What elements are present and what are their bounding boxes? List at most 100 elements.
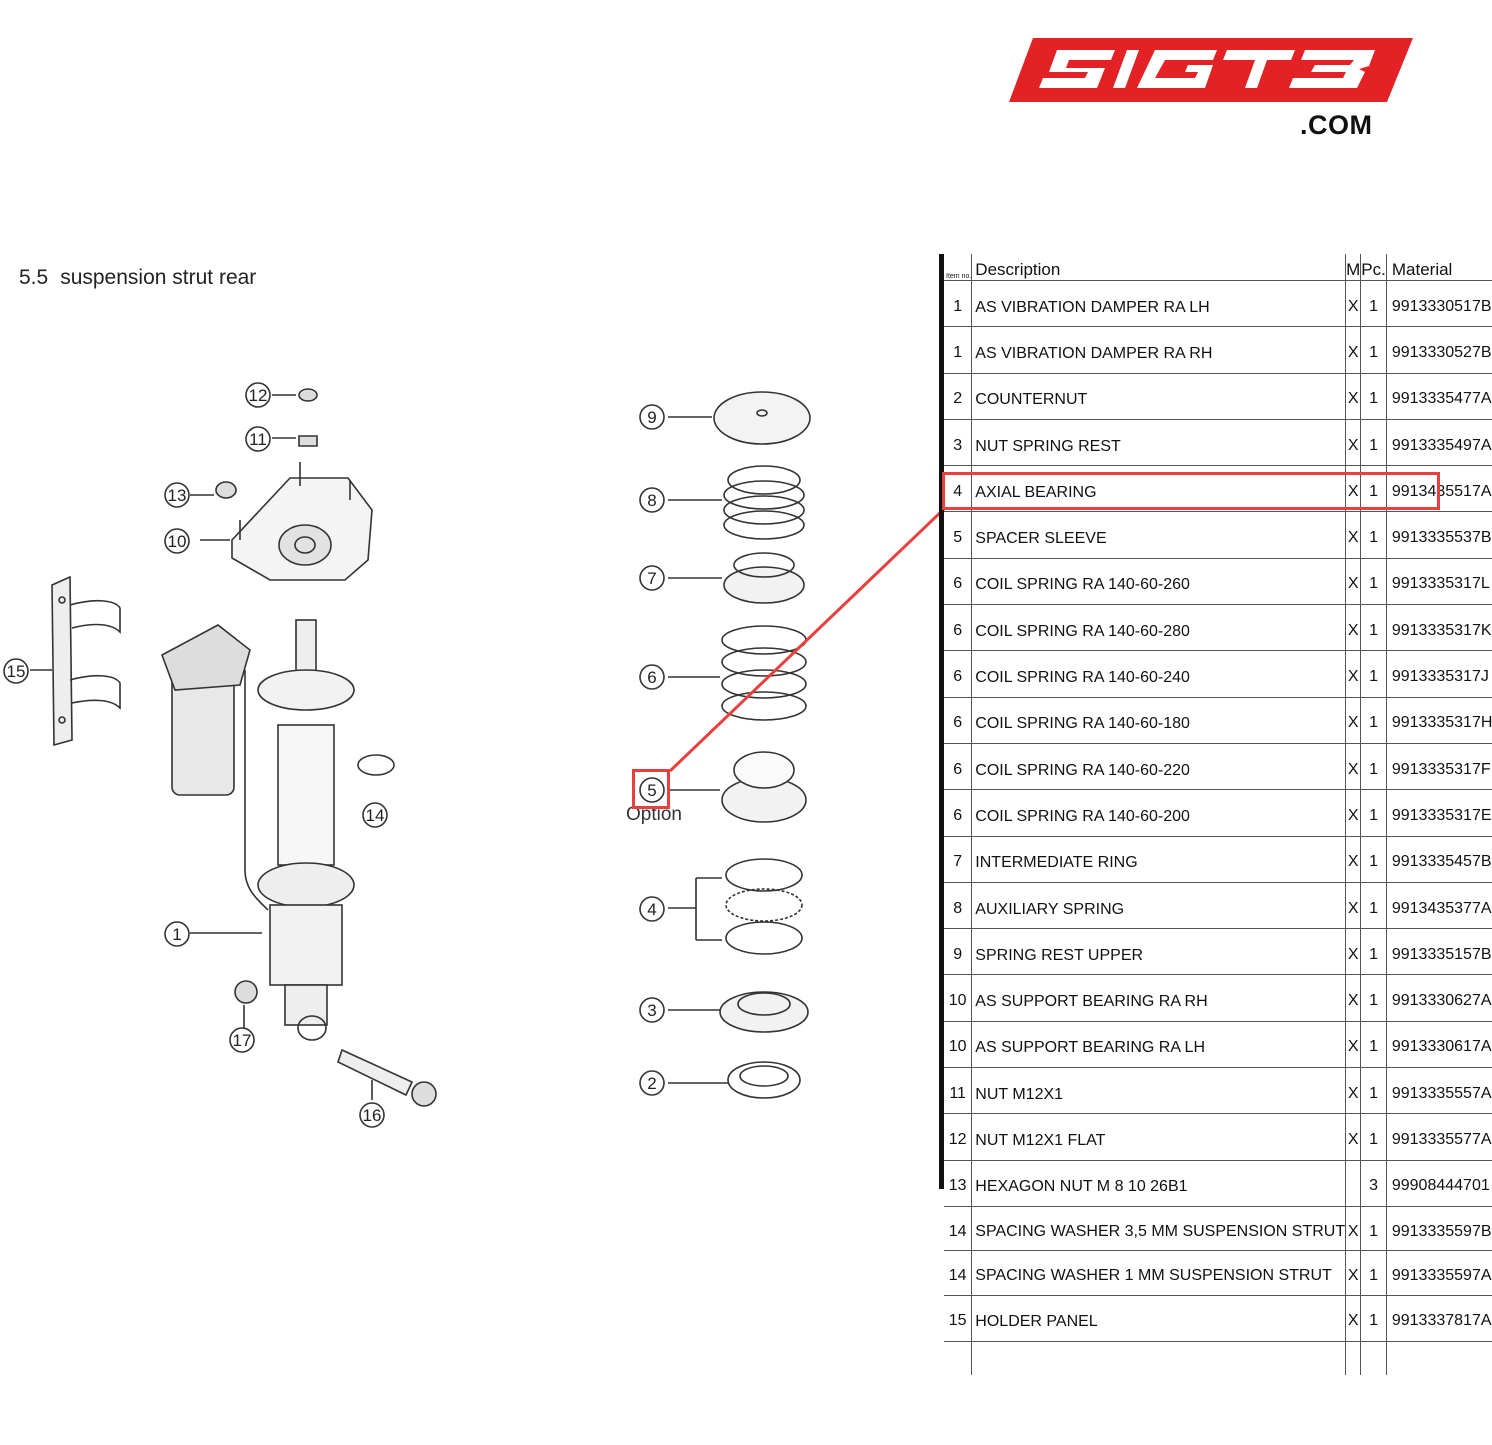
callout-2: 2 — [647, 1074, 656, 1093]
cell-item-no: 4 — [944, 465, 972, 513]
cell-item-no: 14 — [944, 1206, 972, 1252]
cell-item-no: 14 — [944, 1250, 972, 1296]
cell-material: 9913330617A — [1385, 1021, 1492, 1069]
callout-12: 12 — [249, 386, 268, 405]
callout-7: 7 — [647, 569, 656, 588]
cell-material: 9913335317F — [1385, 743, 1492, 791]
cell-description: SPACER SLEEVE — [971, 511, 1346, 559]
cell-item-no: 6 — [944, 743, 972, 791]
empty-cell — [1385, 1341, 1492, 1375]
cell-material: 9913335497A — [1385, 419, 1492, 467]
cell-description: COIL SPRING RA 140-60-180 — [971, 697, 1346, 744]
cell-m: X — [1345, 697, 1361, 744]
stack-coil-spring — [668, 625, 807, 721]
exploded-parts-diagram: 12 11 13 10 15 14 1 17 16 9 8 7 6 5 4 3 … — [3, 382, 811, 1128]
cell-m: X — [1345, 511, 1361, 559]
cell-material: 9913335477A — [1385, 373, 1492, 420]
cell-description: COIL SPRING RA 140-60-280 — [971, 604, 1346, 652]
cell-description: NUT M12X1 — [971, 1067, 1346, 1115]
cell-material: 9913335537B — [1385, 511, 1492, 559]
cell-pc: 1 — [1360, 697, 1387, 744]
callout-5: 5 — [647, 781, 656, 800]
cell-m: X — [1345, 1295, 1361, 1342]
cell-material: 9913335597A — [1385, 1250, 1492, 1296]
cell-item-no: 9 — [944, 928, 972, 976]
cell-description: AS VIBRATION DAMPER RA RH — [971, 326, 1346, 374]
support-bearing-drawing — [200, 462, 373, 581]
cell-pc: 1 — [1360, 974, 1387, 1022]
cell-m: X — [1345, 465, 1361, 513]
cell-description: SPACING WASHER 3,5 MM SUSPENSION STRUT — [971, 1206, 1346, 1252]
section-title-text: suspension strut rear — [60, 266, 257, 289]
cell-material: 9913337817A — [1385, 1295, 1492, 1342]
cell-m: X — [1345, 326, 1361, 374]
brand-logo — [1009, 38, 1413, 102]
cell-pc: 1 — [1360, 1295, 1387, 1342]
cell-material: 9913330517B — [1385, 280, 1492, 328]
cell-m: X — [1345, 789, 1361, 837]
cell-item-no: 1 — [944, 326, 972, 374]
callout-1: 1 — [172, 925, 181, 944]
cell-material: 9913435377A — [1385, 882, 1492, 930]
cell-item-no: 7 — [944, 836, 972, 883]
cell-m: X — [1345, 558, 1361, 606]
cell-m: X — [1345, 743, 1361, 791]
callout-11: 11 — [249, 430, 267, 449]
callout-10: 10 — [168, 532, 187, 551]
cell-m: X — [1345, 836, 1361, 883]
cell-item-no: 6 — [944, 697, 972, 744]
callout-9: 9 — [647, 408, 656, 427]
cell-material: 9913330627A — [1385, 974, 1492, 1022]
callout-17: 17 — [233, 1031, 252, 1050]
cell-pc: 1 — [1360, 1206, 1387, 1252]
cell-pc: 1 — [1360, 604, 1387, 652]
table-header-row: Item no. Description M Pc. Material — [944, 254, 1492, 281]
callout-4: 4 — [647, 900, 656, 919]
cell-m: X — [1345, 650, 1361, 698]
stack-auxiliary-spring — [668, 465, 805, 540]
cell-pc: 1 — [1360, 882, 1387, 930]
stack-spring-rest-upper — [668, 391, 811, 445]
cell-m: X — [1345, 604, 1361, 652]
cell-pc: 1 — [1360, 1113, 1387, 1161]
cell-material: 9913335317L — [1385, 558, 1492, 606]
cell-material: 9913435517A — [1385, 465, 1492, 513]
empty-cell — [971, 1341, 1346, 1375]
header-m: M — [1345, 254, 1361, 281]
header-description: Description — [971, 254, 1346, 281]
cell-description: SPRING REST UPPER — [971, 928, 1346, 976]
cell-description: COIL SPRING RA 140-60-200 — [971, 789, 1346, 837]
cell-pc: 1 — [1360, 419, 1387, 467]
cell-pc: 1 — [1360, 373, 1387, 420]
callout-15: 15 — [7, 662, 26, 681]
cell-pc: 1 — [1360, 511, 1387, 559]
cell-pc: 1 — [1360, 1250, 1387, 1296]
stack-spacer-sleeve — [668, 751, 807, 823]
cell-item-no: 13 — [944, 1160, 972, 1207]
